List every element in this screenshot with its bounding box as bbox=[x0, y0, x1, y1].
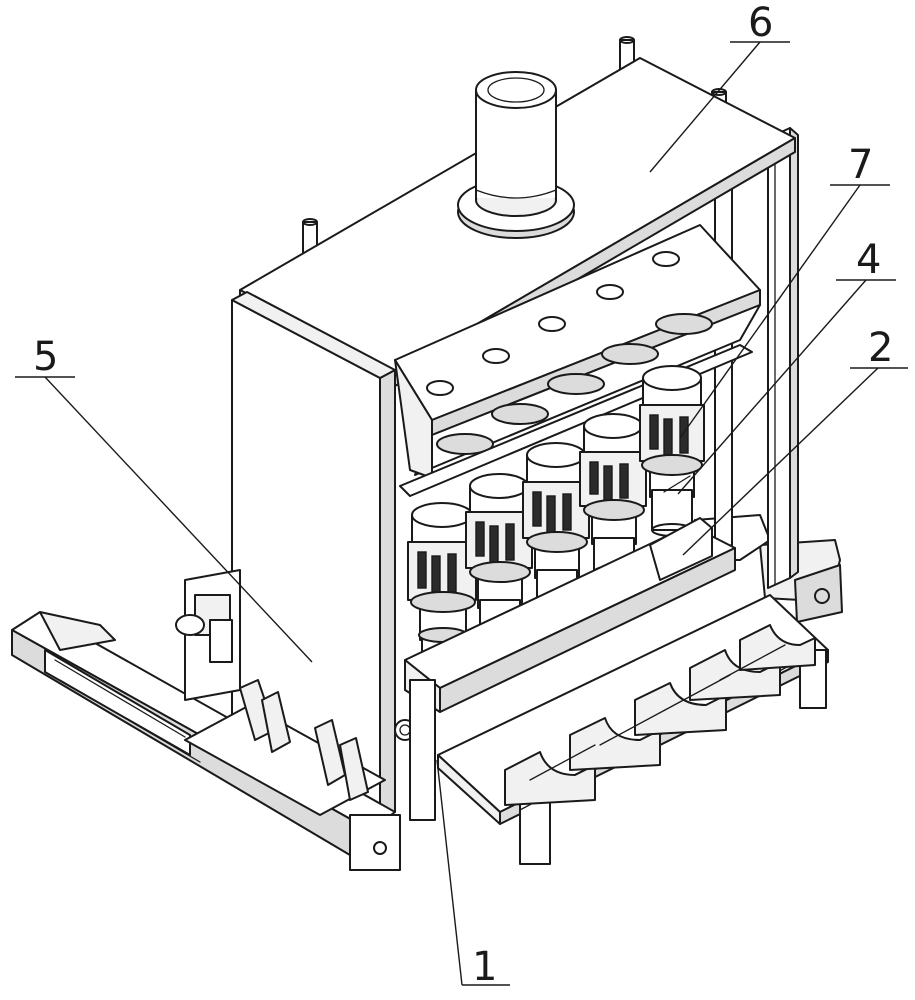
leader-5 bbox=[44, 376, 313, 663]
leader-7 bbox=[679, 184, 861, 439]
callout-2: 2 bbox=[868, 325, 893, 371]
side-bolt bbox=[394, 679, 436, 821]
plate-buttons bbox=[426, 251, 680, 396]
left-column bbox=[231, 291, 396, 821]
upper-chuck-disks bbox=[436, 313, 713, 455]
spindle-head-4 bbox=[579, 413, 647, 579]
callout-1: 1 bbox=[472, 944, 497, 990]
press-cylinder bbox=[457, 71, 575, 239]
tray-saddles bbox=[504, 624, 816, 806]
leader-lines bbox=[15, 41, 908, 986]
callout-4: 4 bbox=[856, 237, 881, 283]
callout-7: 7 bbox=[848, 142, 873, 188]
feed-blades bbox=[184, 679, 386, 816]
callout-numbers: 6 7 4 2 5 1 bbox=[33, 0, 893, 990]
work-table bbox=[404, 517, 736, 713]
leader-2 bbox=[682, 367, 879, 556]
callout-6: 6 bbox=[748, 0, 773, 46]
leader-1 bbox=[436, 759, 463, 986]
left-guide-block bbox=[175, 569, 241, 701]
leader-4 bbox=[677, 279, 867, 495]
callout-5: 5 bbox=[33, 334, 58, 380]
leader-6 bbox=[649, 41, 761, 173]
spindle-head-5 bbox=[639, 365, 705, 537]
